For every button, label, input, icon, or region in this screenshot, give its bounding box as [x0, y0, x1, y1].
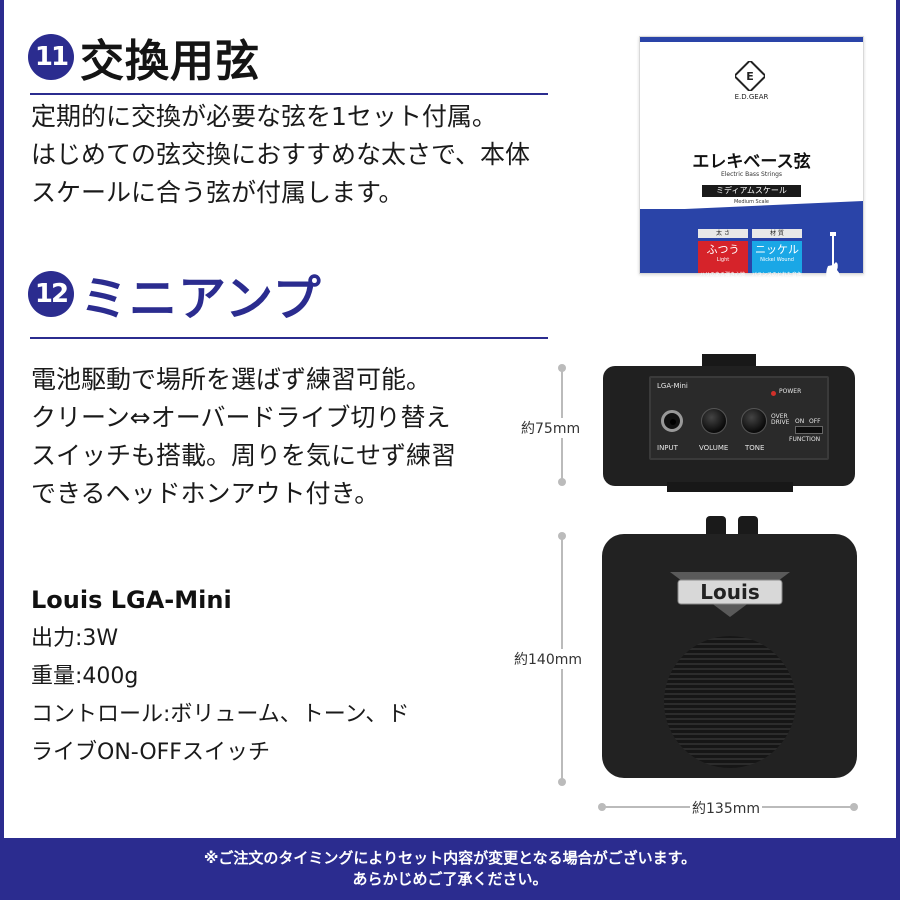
footer-line-2: あらかじめご了承ください。: [352, 870, 548, 888]
footer-line-1: ※ご注文のタイミングによりセット内容が変更となる場合がございます。: [203, 849, 697, 867]
panel-input-label: INPUT: [657, 444, 678, 452]
material-caption: バランスのとれた音色: [752, 272, 802, 278]
description-line: できるヘッドホンアウト付き。: [31, 479, 380, 508]
spec-row: 出力:3W: [31, 626, 119, 651]
section-number-badge: 12: [28, 271, 74, 317]
gauge-caption: ハリのある弾き心地: [700, 272, 746, 278]
package-brand: E.D.GEAR: [734, 93, 769, 101]
panel-function-label: FUNCTION: [789, 436, 821, 443]
panel-overdrive-label: OVER DRIVE: [771, 413, 790, 426]
frame-left-border: [0, 0, 4, 840]
bass-string-package-image: E E.D.GEAR エレキベース弦 Electric Bass Strings…: [639, 36, 864, 292]
mini-amp-top-view-image: LGA-Mini POWER OVER DRIVE ON OFF FUNCTIO…: [603, 354, 855, 492]
dimension-label-top-height: 約75mm: [519, 418, 583, 438]
svg-text:E: E: [746, 70, 754, 83]
panel-volume-label: VOLUME: [699, 444, 729, 452]
panel-off-label: OFF: [809, 418, 821, 425]
section-11-description: 定期的に交換が必要な弦を1セット付属。 はじめての弦交換におすすめな太さで、本体…: [31, 98, 530, 212]
section-divider: [30, 337, 548, 339]
front-knob-icon: [706, 516, 726, 538]
section-12-heading: 12 ミニアンプ: [28, 259, 322, 329]
mini-amp-front-view-image: Louis: [602, 516, 857, 778]
louis-logo-badge-icon: [670, 572, 790, 617]
section-12-description: 電池駆動で場所を選ばず練習可能。 クリーン⇔オーバードライブ切り替え スイッチも…: [31, 361, 456, 513]
description-line: スケールに合う弦が付属します。: [31, 178, 404, 207]
section-number-badge: 11: [28, 34, 74, 80]
dimension-endpoint: [558, 778, 566, 786]
gauge-value-en: Light: [716, 257, 730, 263]
volume-knob-icon: [701, 408, 727, 434]
dimension-label-front-height: 約140mm: [512, 649, 584, 669]
gauge-body: ふつう Light: [698, 241, 748, 273]
package-blue-panel-edge: [640, 201, 863, 211]
belt-clip-bottom: [667, 482, 793, 492]
description-line: 電池駆動で場所を選ばず練習可能。: [31, 365, 432, 394]
description-line: スイッチも搭載。周りを気にせず練習: [31, 441, 457, 470]
description-line: はじめての弦交換におすすめな太さで、本体: [31, 140, 531, 169]
tone-knob-icon: [741, 408, 767, 434]
edgear-logo-icon: E: [735, 61, 765, 91]
spec-row: ライブON-OFFスイッチ: [31, 740, 270, 765]
description-line: 定期的に交換が必要な弦を1セット付属。: [31, 102, 497, 131]
frame-right-border: [896, 0, 900, 840]
gauge-value: ふつう: [706, 243, 740, 256]
panel-tone-label: TONE: [745, 444, 765, 452]
description-line: クリーン⇔オーバードライブ切り替え: [31, 403, 451, 432]
dimension-endpoint: [558, 478, 566, 486]
gauge-header: 太 さ: [698, 229, 748, 238]
material-box: 材 質 ニッケル Nickel Wound: [752, 229, 802, 273]
overdrive-switch-icon: [795, 426, 823, 434]
speaker-grille: [664, 636, 796, 768]
panel-power-label: POWER: [779, 388, 802, 395]
front-knob-icon: [738, 516, 758, 538]
package-product-name-en: Electric Bass Strings: [720, 171, 783, 178]
panel-model-label: LGA-Mini: [657, 382, 688, 390]
gauge-box: 太 さ ふつう Light: [698, 229, 748, 273]
power-led-icon: [771, 391, 776, 396]
section-divider: [30, 93, 548, 95]
package-top-stripe: [640, 37, 863, 42]
package-product-name: エレキベース弦: [692, 152, 811, 172]
material-value-en: Nickel Wound: [760, 257, 794, 263]
material-header: 材 質: [752, 229, 802, 238]
amp-specifications: Louis LGA-Mini 出力:3W 重量:400g コントロール:ボリュー…: [31, 584, 409, 772]
package-scale-label: ミディアムスケール: [702, 185, 801, 197]
section-title: 交換用弦: [80, 36, 260, 87]
package-scale-en: Medium Scale: [733, 199, 770, 205]
control-panel: LGA-Mini POWER OVER DRIVE ON OFF FUNCTIO…: [649, 376, 829, 460]
section-11-heading: 11 交換用弦: [28, 25, 260, 89]
material-value: ニッケル: [755, 243, 799, 256]
package-blue-panel: [640, 209, 863, 273]
section-title: ミニアンプ: [80, 271, 322, 327]
bass-guitar-icon: [826, 232, 841, 290]
material-body: ニッケル Nickel Wound: [752, 241, 802, 273]
string-set-gauges: セット: 45 65 80 100: [718, 285, 781, 292]
spec-row: 重量:400g: [31, 664, 139, 689]
panel-on-label: ON: [795, 418, 805, 425]
dimension-endpoint: [850, 803, 858, 811]
footer-notice: ※ご注文のタイミングによりセット内容が変更となる場合がございます。 あらかじめご…: [0, 838, 900, 900]
spec-model-name: Louis LGA-Mini: [31, 586, 232, 614]
louis-logo-badge: Louis: [668, 570, 792, 618]
spec-row: コントロール:ボリューム、トーン、ド: [31, 702, 410, 727]
input-jack-icon: [661, 410, 683, 432]
amp-brand-text: Louis: [700, 580, 760, 604]
dimension-label-width: 約135mm: [690, 798, 762, 818]
